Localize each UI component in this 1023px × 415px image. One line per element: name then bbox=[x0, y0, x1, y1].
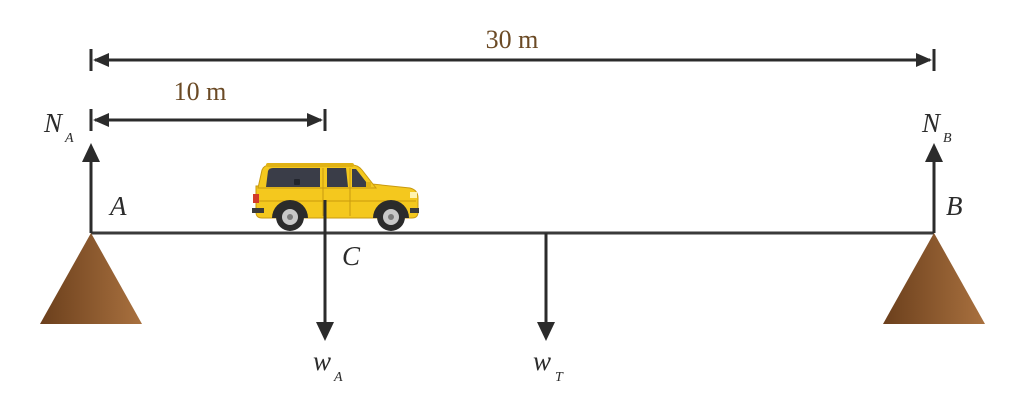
force-normal-a: N A bbox=[43, 108, 100, 233]
car-mirror bbox=[366, 182, 371, 187]
force-weight-t-arrowhead bbox=[537, 322, 555, 341]
car-hub-rear bbox=[287, 214, 293, 220]
car-roof bbox=[266, 163, 354, 167]
point-label-a: A bbox=[108, 191, 127, 221]
force-weight-a-subscript: A bbox=[333, 370, 343, 385]
force-normal-a-symbol: N bbox=[43, 108, 64, 138]
dimension-label-offset: 10 m bbox=[174, 77, 227, 106]
car-bumper-front bbox=[410, 208, 419, 213]
force-weight-t-symbol: w bbox=[533, 346, 551, 376]
car-seat bbox=[294, 179, 300, 185]
car-illustration bbox=[252, 163, 419, 231]
dimension-arrowhead-left-short bbox=[93, 113, 109, 127]
force-weight-a: w A bbox=[313, 200, 343, 385]
car-bumper-rear bbox=[252, 208, 264, 213]
force-normal-b-subscript: B bbox=[943, 131, 952, 146]
support-right bbox=[883, 233, 985, 324]
force-normal-b-arrowhead bbox=[925, 143, 943, 162]
support-left bbox=[40, 233, 142, 324]
point-label-b: B bbox=[946, 191, 963, 221]
car-hub-front bbox=[388, 214, 394, 220]
point-label-c: C bbox=[342, 241, 361, 271]
car-window-front bbox=[352, 169, 370, 187]
force-weight-a-arrowhead bbox=[316, 322, 334, 341]
car-head-light bbox=[410, 192, 417, 198]
dimension-label-total: 30 m bbox=[486, 25, 539, 54]
dimension-arrowhead-left bbox=[93, 53, 109, 67]
force-weight-t-subscript: T bbox=[555, 370, 564, 385]
dimension-car-offset: 10 m bbox=[89, 77, 327, 131]
force-weight-a-symbol: w bbox=[313, 346, 331, 376]
dimension-arrowhead-right bbox=[916, 53, 932, 67]
dimension-total-span: 30 m bbox=[89, 25, 936, 71]
car-window-rear bbox=[266, 168, 320, 187]
force-weight-t: w T bbox=[533, 233, 564, 385]
car-tail-light bbox=[253, 194, 259, 203]
dimension-arrowhead-right-short bbox=[307, 113, 323, 127]
force-normal-b-symbol: N bbox=[921, 108, 942, 138]
force-normal-a-arrowhead bbox=[82, 143, 100, 162]
car-window-middle bbox=[327, 168, 348, 187]
force-normal-b: N B bbox=[921, 108, 952, 233]
force-normal-a-subscript: A bbox=[64, 131, 74, 146]
